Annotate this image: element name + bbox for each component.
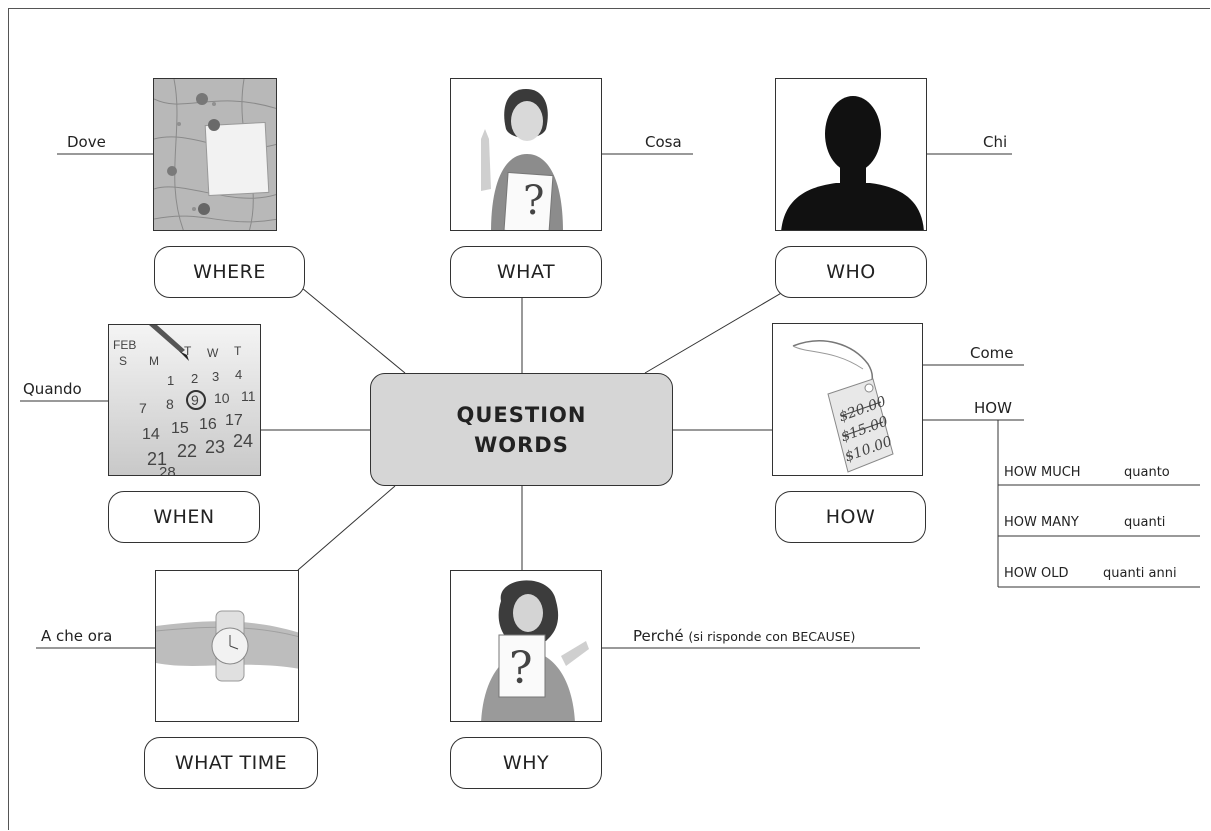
svg-text:W: W [207,346,219,360]
why-box: WHY [450,737,602,789]
label-chi: Chi [983,133,1008,151]
center-title-line2: WORDS [474,432,569,457]
svg-text:22: 22 [177,441,197,461]
svg-text:3: 3 [212,369,219,384]
center-node: QUESTION WORDS [370,373,673,486]
map-image [153,78,277,231]
how-many-en: HOW MANY [1004,515,1079,530]
connector-where [301,287,406,374]
connector-who [644,284,796,374]
puzzled-woman-image: ? [450,570,602,722]
svg-text:1: 1 [167,373,174,388]
how-box: HOW [775,491,926,543]
svg-text:14: 14 [142,426,160,443]
svg-text:T: T [184,344,192,358]
label-perche-word: Perché [633,627,684,645]
label-perche: Perché (si risponde con BECAUSE) [633,627,855,645]
how-old-en: HOW OLD [1004,566,1069,581]
center-title-line1: QUESTION [456,402,587,427]
how-old-it: quanti anni [1103,566,1177,581]
where-box: WHERE [154,246,305,298]
label-dove: Dove [67,133,106,151]
svg-text:16: 16 [199,416,217,433]
svg-text:24: 24 [233,431,253,451]
how-much-en: HOW MUCH [1004,465,1081,480]
svg-text:11: 11 [241,388,256,404]
svg-text:S: S [119,354,127,368]
label-come: Come [970,344,1014,362]
label-a-che-ora: A che ora [41,627,113,645]
woman-question-image: ? [450,78,602,231]
svg-text:9: 9 [191,392,199,408]
how-many-it: quanti [1124,515,1166,530]
what-box: WHAT [450,246,602,298]
label-quando: Quando [23,380,82,398]
svg-text:?: ? [509,643,533,694]
svg-text:4: 4 [235,367,242,382]
price-tag-image: $20.00 $15.00 $10.00 [772,323,923,476]
when-box: WHEN [108,491,260,543]
svg-text:?: ? [523,178,544,224]
svg-text:23: 23 [205,437,225,457]
silhouette-image [775,78,927,231]
svg-text:28: 28 [159,464,176,476]
diagram-frame [8,8,1210,830]
svg-text:FEB: FEB [113,338,136,352]
svg-text:17: 17 [225,412,243,429]
how-much-it: quanto [1124,465,1170,480]
connector-what-time [297,485,396,571]
who-box: WHO [775,246,927,298]
svg-text:21: 21 [147,449,167,469]
svg-text:7: 7 [139,400,147,416]
svg-text:8: 8 [166,396,174,412]
label-how-branch: HOW [974,399,1012,417]
svg-text:15: 15 [171,420,189,437]
what-time-box: WHAT TIME [144,737,318,789]
svg-text:M: M [149,354,159,368]
svg-text:10: 10 [214,390,230,406]
watch-image [155,570,299,722]
label-perche-note: (si risponde con BECAUSE) [688,629,856,644]
label-cosa: Cosa [645,133,682,151]
svg-text:2: 2 [191,371,198,386]
svg-text:T: T [234,344,242,358]
